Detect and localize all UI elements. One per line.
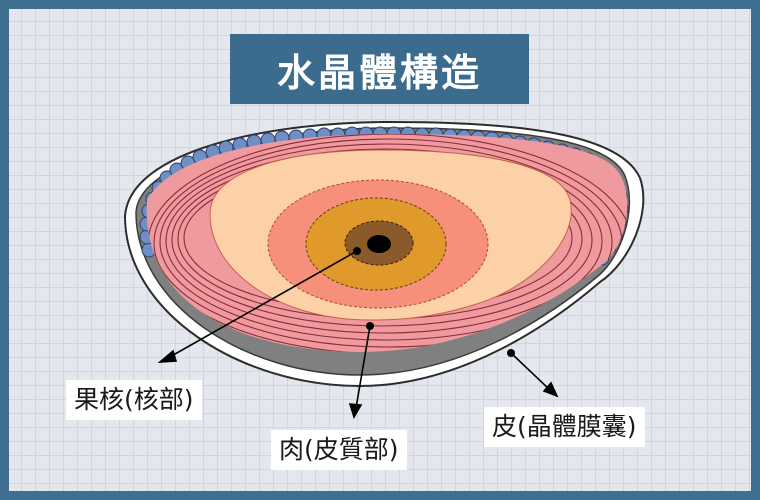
arrow-capsule <box>510 352 551 391</box>
page-title: 水晶體構造 <box>230 34 529 104</box>
arrowhead-capsule <box>542 381 559 398</box>
arrowhead-core <box>157 349 178 363</box>
label-core: 果核(核部) <box>66 380 202 420</box>
label-capsule: 皮(晶體膜囊) <box>484 407 645 447</box>
arrowhead-cortex <box>348 403 363 419</box>
arrow-cortex <box>355 325 371 409</box>
nucleus-center <box>367 235 391 253</box>
label-cortex: 肉(皮質部) <box>271 430 407 470</box>
arrow-core <box>167 250 358 359</box>
